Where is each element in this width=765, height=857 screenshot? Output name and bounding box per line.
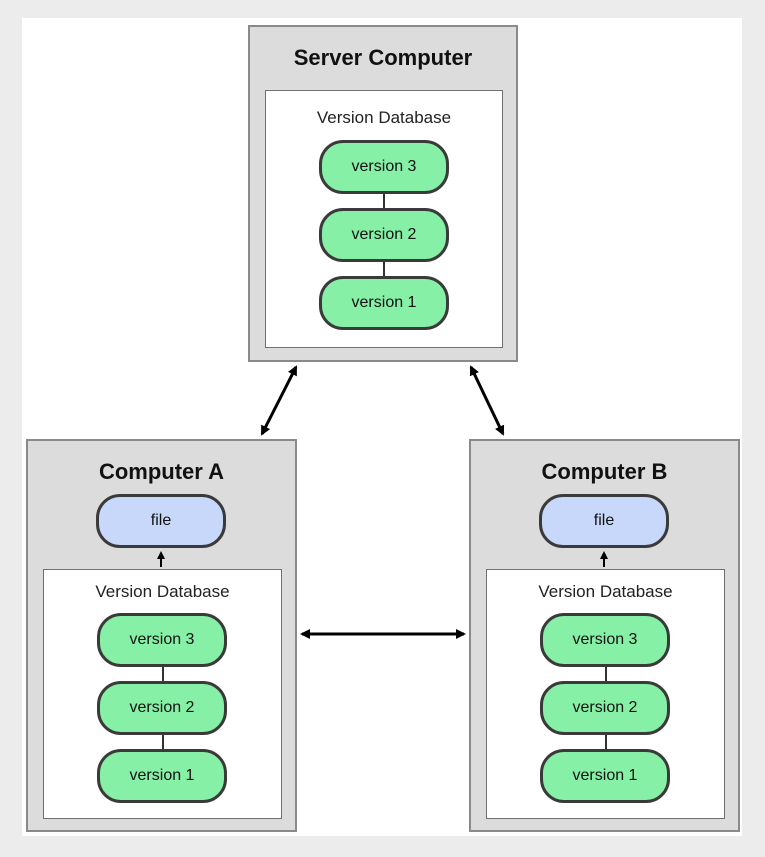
computer-a-file: file bbox=[96, 494, 226, 548]
computer-b-db-label: Version Database bbox=[538, 582, 673, 601]
computer-b-connector-3-2 bbox=[605, 664, 607, 684]
computer-a-version-3: version 3 bbox=[97, 613, 227, 667]
computer-b-version-2: version 2 bbox=[540, 681, 670, 735]
computer-b-file: file bbox=[539, 494, 669, 548]
computer-b-title: Computer B bbox=[541, 459, 668, 484]
computer-b-version-database: Version Database version 3 version 2 ver… bbox=[486, 569, 725, 819]
server-db-label: Version Database bbox=[316, 108, 452, 127]
computer-b-version-3: version 3 bbox=[540, 613, 670, 667]
server-connector-3-2 bbox=[383, 191, 385, 211]
computer-a-version-2: version 2 bbox=[97, 681, 227, 735]
server-computer: Server Computer Version Database version… bbox=[248, 25, 518, 362]
computer-b-connector-2-1 bbox=[605, 732, 607, 752]
server-version-2: version 2 bbox=[319, 208, 449, 262]
computer-b: Computer B file Version Database version… bbox=[469, 439, 740, 832]
computer-a: Computer A file Version Database version… bbox=[26, 439, 297, 832]
server-version-1: version 1 bbox=[319, 276, 449, 330]
server-connector-2-1 bbox=[383, 259, 385, 279]
server-version-database: Version Database version 3 version 2 ver… bbox=[265, 90, 503, 348]
server-computer-title: Server Computer bbox=[293, 45, 473, 70]
server-version-3: version 3 bbox=[319, 140, 449, 194]
computer-a-connector-2-1 bbox=[162, 732, 164, 752]
computer-a-db-label: Version Database bbox=[95, 582, 230, 601]
computer-a-connector-3-2 bbox=[162, 664, 164, 684]
computer-b-version-1: version 1 bbox=[540, 749, 670, 803]
computer-a-title: Computer A bbox=[98, 459, 225, 484]
computer-a-version-database: Version Database version 3 version 2 ver… bbox=[43, 569, 282, 819]
computer-a-version-1: version 1 bbox=[97, 749, 227, 803]
